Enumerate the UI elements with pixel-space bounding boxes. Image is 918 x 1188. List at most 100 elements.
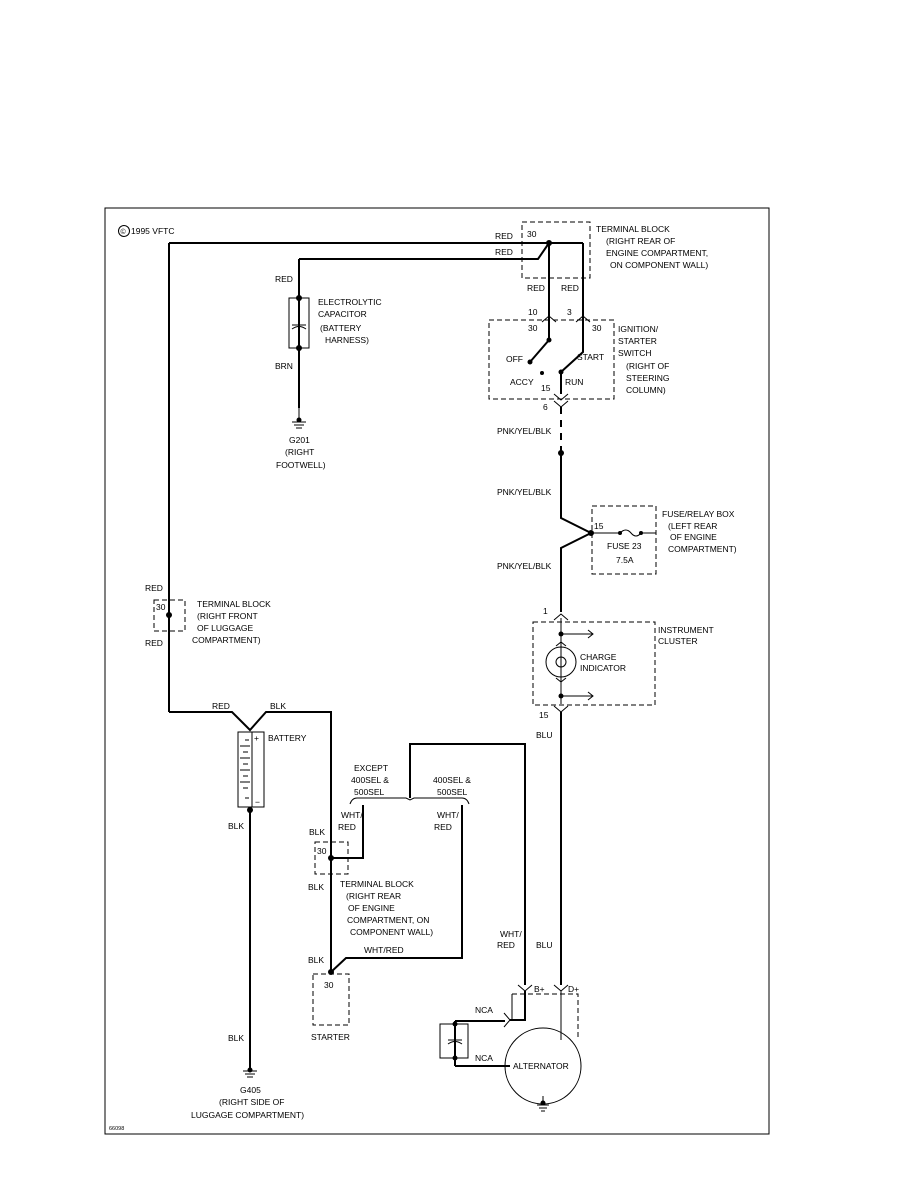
svg-text:30: 30 [528, 323, 538, 333]
svg-text:ALTERNATOR: ALTERNATOR [513, 1061, 569, 1071]
svg-text:TERMINAL BLOCK: TERMINAL BLOCK [197, 599, 271, 609]
tb-top-label: TERMINAL BLOCK (RIGHT REAR OF ENGINE COM… [596, 224, 708, 270]
copyright-mark: © 1995 VFTC [118, 225, 174, 237]
svg-text:OF ENGINE: OF ENGINE [348, 903, 395, 913]
terminal-block-top [521, 221, 591, 279]
svg-text:COLUMN): COLUMN) [626, 385, 666, 395]
svg-text:15: 15 [541, 383, 551, 393]
alternator-ground-icon [537, 1096, 549, 1112]
svg-text:15: 15 [594, 521, 604, 531]
svg-text:PNK/YEL/BLK: PNK/YEL/BLK [497, 426, 552, 436]
svg-text:WHT/RED: WHT/RED [364, 945, 404, 955]
svg-text:COMPARTMENT, ON: COMPARTMENT, ON [347, 915, 429, 925]
svg-text:RED: RED [434, 822, 452, 832]
svg-text:(RIGHT REAR OF: (RIGHT REAR OF [606, 236, 675, 246]
svg-text:BLU: BLU [536, 940, 553, 950]
red-wire-main [168, 242, 549, 712]
battery-cables [169, 711, 332, 972]
svg-text:30: 30 [317, 846, 327, 856]
svg-text:PNK/YEL/BLK: PNK/YEL/BLK [497, 561, 552, 571]
capacitor-symbol [291, 324, 307, 330]
svg-text:RED: RED [495, 231, 513, 241]
svg-text:−: − [255, 797, 260, 807]
terminal-block-luggage [153, 599, 186, 632]
svg-text:6: 6 [543, 402, 548, 412]
svg-text:500SEL: 500SEL [437, 787, 468, 797]
ignition-switch [488, 319, 615, 400]
svg-text:START: START [577, 352, 604, 362]
svg-text:LUGGAGE COMPARTMENT): LUGGAGE COMPARTMENT) [191, 1110, 304, 1120]
charge-indicator [545, 618, 594, 704]
tb-luggage-label: TERMINAL BLOCK (RIGHT FRONT OF LUGGAGE C… [192, 599, 271, 645]
svg-text:SWITCH: SWITCH [618, 348, 652, 358]
capacitor-box [288, 297, 310, 349]
svg-text:ACCY: ACCY [510, 377, 534, 387]
svg-text:RED: RED [495, 247, 513, 257]
copyright-text: 1995 VFTC [131, 226, 174, 236]
svg-text:30: 30 [324, 980, 334, 990]
svg-text:TERMINAL BLOCK: TERMINAL BLOCK [340, 879, 414, 889]
svg-text:(RIGHT REAR: (RIGHT REAR [346, 891, 401, 901]
alternator-housing [512, 993, 579, 1040]
svg-text:RED: RED [212, 701, 230, 711]
copyright-symbol: © [121, 228, 127, 236]
svg-text:(RIGHT SIDE OF: (RIGHT SIDE OF [219, 1097, 285, 1107]
starter [312, 973, 350, 1026]
svg-text:COMPARTMENT): COMPARTMENT) [192, 635, 261, 645]
instrument-cluster-label: INSTRUMENT CLUSTER [658, 625, 714, 646]
figure-id: 66098 [109, 1126, 124, 1132]
svg-text:FOOTWELL): FOOTWELL) [276, 460, 326, 470]
svg-text:STARTER: STARTER [618, 336, 657, 346]
svg-text:OF ENGINE: OF ENGINE [670, 532, 717, 542]
fuse-relay-box [591, 505, 657, 575]
svg-text:ON COMPONENT WALL): ON COMPONENT WALL) [610, 260, 708, 270]
alt-capacitor-symbol [447, 1039, 463, 1045]
svg-text:OF LUGGAGE: OF LUGGAGE [197, 623, 254, 633]
svg-text:RED: RED [145, 638, 163, 648]
svg-text:BLK: BLK [228, 1033, 244, 1043]
svg-text:ELECTROLYTIC: ELECTROLYTIC [318, 297, 382, 307]
svg-text:RED: RED [275, 274, 293, 284]
g201-label: G201 (RIGHT FOOTWELL) [276, 435, 326, 470]
svg-text:BLK: BLK [270, 701, 286, 711]
svg-text:FUSE/RELAY BOX: FUSE/RELAY BOX [662, 509, 735, 519]
capacitor-label: ELECTROLYTIC CAPACITOR (BATTERY HARNESS) [318, 297, 382, 345]
svg-text:500SEL: 500SEL [354, 787, 385, 797]
svg-text:STEERING: STEERING [626, 373, 669, 383]
svg-text:ENGINE COMPARTMENT,: ENGINE COMPARTMENT, [606, 248, 708, 258]
svg-text:3: 3 [567, 307, 572, 317]
ground-icon-g405 [243, 1066, 257, 1078]
switch-contact-right [560, 318, 584, 373]
svg-text:STARTER: STARTER [311, 1032, 350, 1042]
svg-text:G405: G405 [240, 1085, 261, 1095]
diagram-frame [104, 207, 770, 1135]
fuse-icon [591, 529, 656, 537]
svg-text:CHARGE: CHARGE [580, 652, 617, 662]
red-wire-capacitor [299, 242, 550, 260]
variant-bracket [349, 797, 470, 805]
svg-text:WHT/: WHT/ [437, 810, 459, 820]
svg-text:1: 1 [543, 606, 548, 616]
instrument-cluster [532, 621, 656, 706]
svg-text:COMPONENT WALL): COMPONENT WALL) [350, 927, 433, 937]
svg-text:BATTERY: BATTERY [268, 733, 307, 743]
svg-text:BLK: BLK [228, 821, 244, 831]
svg-text:+: + [254, 733, 259, 743]
svg-text:OFF: OFF [506, 354, 523, 364]
svg-text:(RIGHT: (RIGHT [285, 447, 314, 457]
svg-text:G201: G201 [289, 435, 310, 445]
svg-text:WHT/: WHT/ [341, 810, 363, 820]
svg-text:INDICATOR: INDICATOR [580, 663, 626, 673]
svg-text:HARNESS): HARNESS) [325, 335, 369, 345]
tb-top-pin: 30 [527, 229, 537, 239]
svg-text:NCA: NCA [475, 1053, 493, 1063]
svg-text:BRN: BRN [275, 361, 293, 371]
svg-text:CAPACITOR: CAPACITOR [318, 309, 367, 319]
svg-text:WHT/: WHT/ [500, 929, 522, 939]
fuse-box-label: FUSE/RELAY BOX (LEFT REAR OF ENGINE COMP… [662, 509, 737, 554]
svg-text:PNK/YEL/BLK: PNK/YEL/BLK [497, 487, 552, 497]
svg-text:FUSE 23: FUSE 23 [607, 541, 642, 551]
svg-text:(BATTERY: (BATTERY [320, 323, 362, 333]
svg-text:15: 15 [539, 710, 549, 720]
